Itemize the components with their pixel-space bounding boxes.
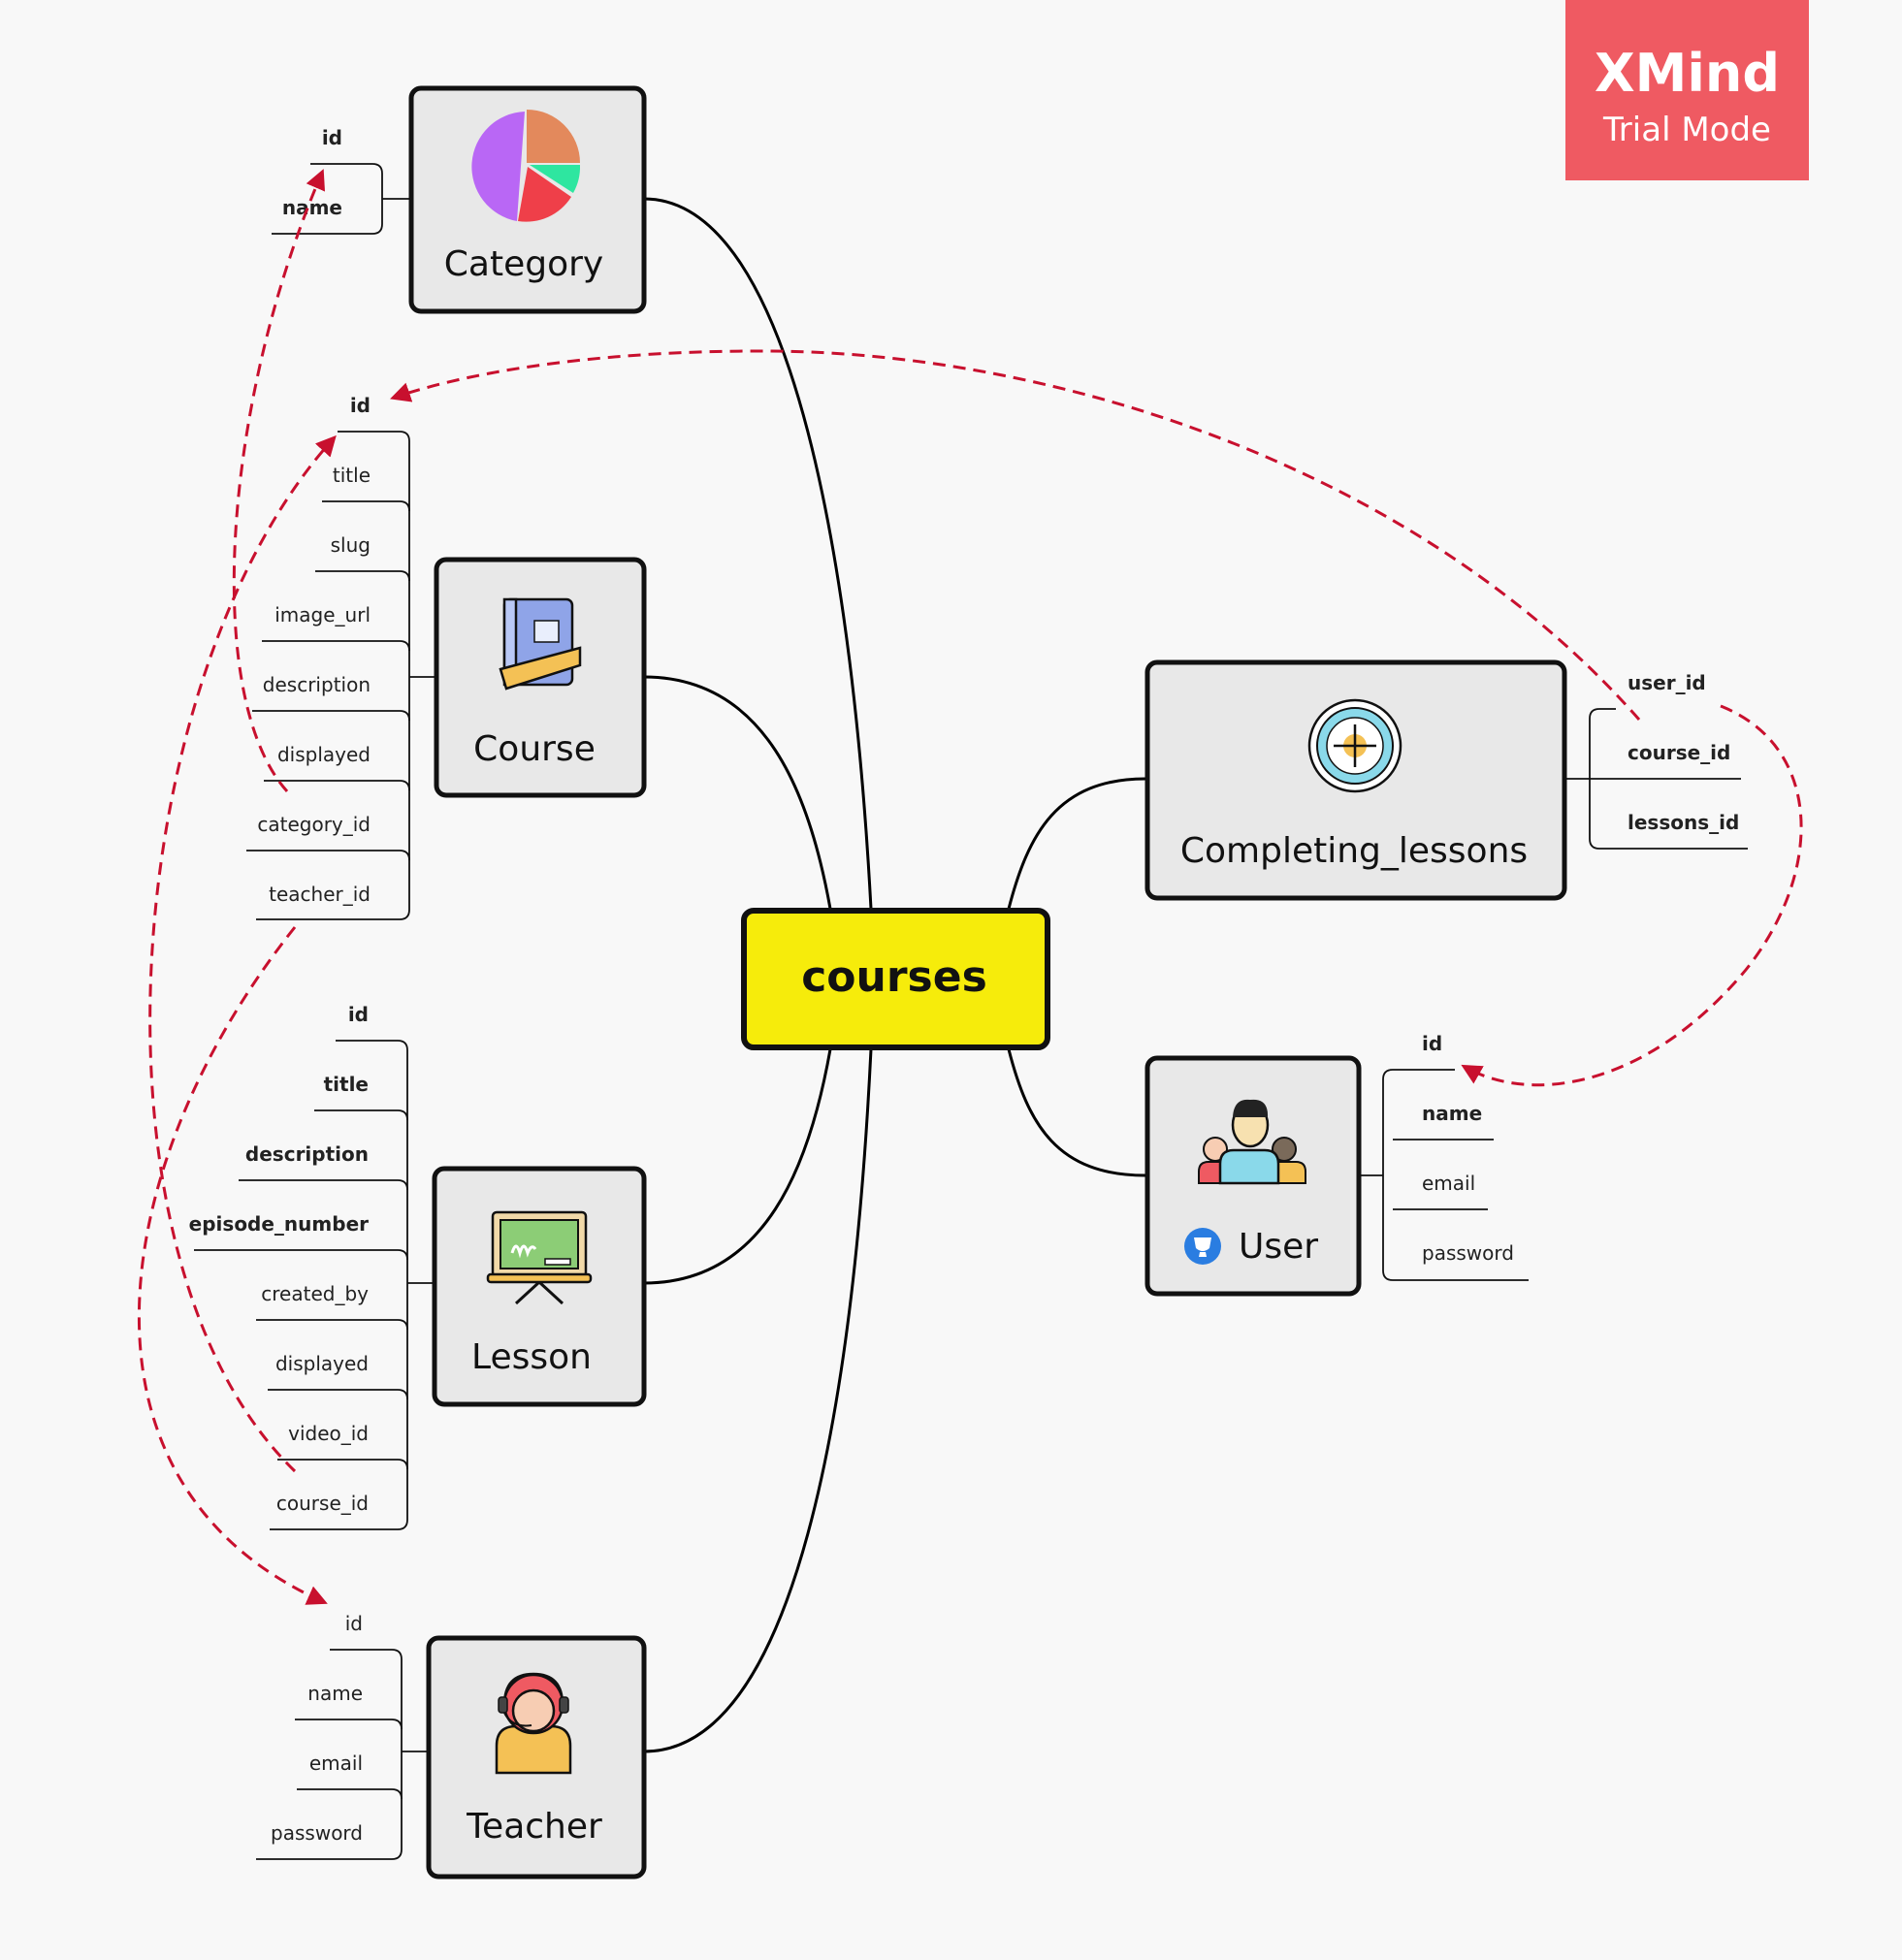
relation-completing-course-to-course-id[interactable] [390, 349, 1641, 721]
users-group-icon [1198, 1099, 1306, 1185]
connector-category [643, 197, 873, 910]
field-lesson-displayed: displayed [275, 1352, 369, 1375]
relation-course-teacher-to-teacher-id[interactable] [137, 926, 328, 1605]
central-topic-label: courses [801, 952, 987, 1002]
connector-lesson [643, 1048, 832, 1285]
teacher-fields: id name email password [271, 1612, 363, 1845]
field-teacher-email: email [309, 1751, 363, 1775]
blackboard-icon [486, 1210, 593, 1305]
topic-completing-lessons-label: Completing_lessons [1180, 831, 1528, 871]
watermark-subtitle: Trial Mode [1603, 111, 1771, 149]
field-lesson-created-by: created_by [261, 1282, 369, 1305]
user-fields: id name email password [1422, 1032, 1514, 1265]
field-course-category-id: category_id [257, 813, 371, 836]
course-fields: id title slug image_url description disp… [257, 394, 371, 906]
field-completing-lessons-lessons-id: lessons_id [1628, 811, 1739, 834]
field-brackets [194, 163, 1748, 1860]
relationship-lines [137, 169, 1803, 1605]
main-connectors [643, 197, 1146, 1753]
topic-category[interactable]: Category [408, 85, 647, 314]
topic-course-label: Course [473, 729, 596, 769]
field-user-name: name [1422, 1102, 1482, 1125]
field-course-displayed: displayed [277, 743, 371, 766]
connector-course [643, 675, 832, 910]
field-lesson-title: title [324, 1073, 369, 1096]
field-user-email: email [1422, 1172, 1475, 1195]
topic-completing-lessons[interactable]: Completing_lessons [1144, 659, 1567, 901]
headset-person-icon [495, 1672, 572, 1775]
connector-user [1007, 1048, 1146, 1177]
topic-teacher[interactable]: Teacher [426, 1635, 647, 1880]
relation-lesson-course-to-course-id[interactable] [148, 434, 337, 1473]
field-lesson-video-id: video_id [288, 1422, 369, 1445]
field-course-teacher-id: teacher_id [269, 883, 371, 906]
connector-completing-lessons [1007, 777, 1146, 910]
relation-course-category-to-category-id[interactable] [232, 169, 326, 792]
central-topic[interactable]: courses [741, 908, 1050, 1050]
field-lesson-course-id: course_id [276, 1492, 369, 1515]
field-teacher-password: password [271, 1821, 363, 1845]
trial-watermark[interactable]: XMind Trial Mode [1565, 0, 1809, 180]
field-lesson-episode-number: episode_number [189, 1212, 369, 1236]
topic-user-label: User [1239, 1227, 1318, 1267]
topic-category-label: Category [444, 244, 603, 284]
watermark-title: XMind [1595, 43, 1780, 104]
field-teacher-id: id [345, 1612, 363, 1635]
completing-lessons-fields: user_id course_id lessons_id [1628, 671, 1739, 834]
field-user-password: password [1422, 1241, 1514, 1265]
field-completing-lessons-user-id: user_id [1628, 671, 1706, 694]
topic-user[interactable]: User [1144, 1055, 1362, 1297]
book-icon [499, 597, 582, 691]
field-user-id: id [1422, 1032, 1442, 1055]
pie-chart-icon [471, 110, 581, 222]
topic-lesson[interactable]: Lesson [432, 1166, 647, 1407]
category-fields: id name [282, 126, 342, 219]
topic-teacher-label: Teacher [466, 1807, 602, 1847]
field-lesson-id: id [348, 1003, 369, 1026]
field-course-image-url: image_url [274, 603, 371, 627]
topic-course[interactable]: Course [434, 557, 647, 798]
trophy-badge-icon [1184, 1228, 1221, 1265]
clock-target-icon [1307, 698, 1402, 793]
field-lesson-description: description [245, 1142, 369, 1166]
field-course-slug: slug [331, 533, 371, 557]
topic-lesson-label: Lesson [471, 1337, 592, 1377]
relation-completing-user-to-user-id[interactable] [1461, 704, 1803, 1087]
lesson-fields: id title description episode_number crea… [189, 1003, 369, 1515]
field-course-description: description [263, 673, 371, 696]
field-teacher-name: name [307, 1682, 363, 1705]
field-completing-lessons-course-id: course_id [1628, 741, 1730, 764]
field-category-id: id [322, 126, 342, 149]
field-course-title: title [333, 464, 371, 487]
field-course-id: id [350, 394, 371, 417]
connector-teacher [643, 1048, 873, 1753]
